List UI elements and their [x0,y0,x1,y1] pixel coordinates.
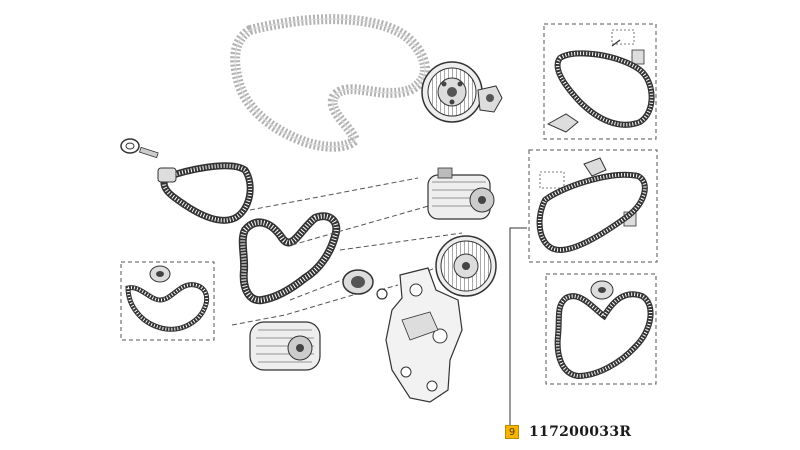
part-callout[interactable]: 9 117200033R [505,423,631,441]
callout-leader [509,227,527,425]
washer-and-bolt [120,138,159,159]
idler-pulley [342,269,388,300]
callout-number-badge[interactable]: 9 [505,425,519,439]
kit-box-top-right [543,23,657,140]
mounting-bracket [385,267,463,403]
kit-box-middle-right [528,149,658,263]
kit-box-left [120,261,215,341]
alternator [249,321,321,371]
kit-box-bottom-right [545,273,657,385]
alternator-pulley [435,235,497,297]
main-belt-center [238,212,341,305]
hub-bracket [477,85,503,113]
crank-pulley [421,61,483,123]
ghost-belt-top [230,14,430,152]
ac-compressor [427,167,495,220]
main-belt-left [157,162,254,224]
part-number-label[interactable]: 117200033R [529,424,632,440]
